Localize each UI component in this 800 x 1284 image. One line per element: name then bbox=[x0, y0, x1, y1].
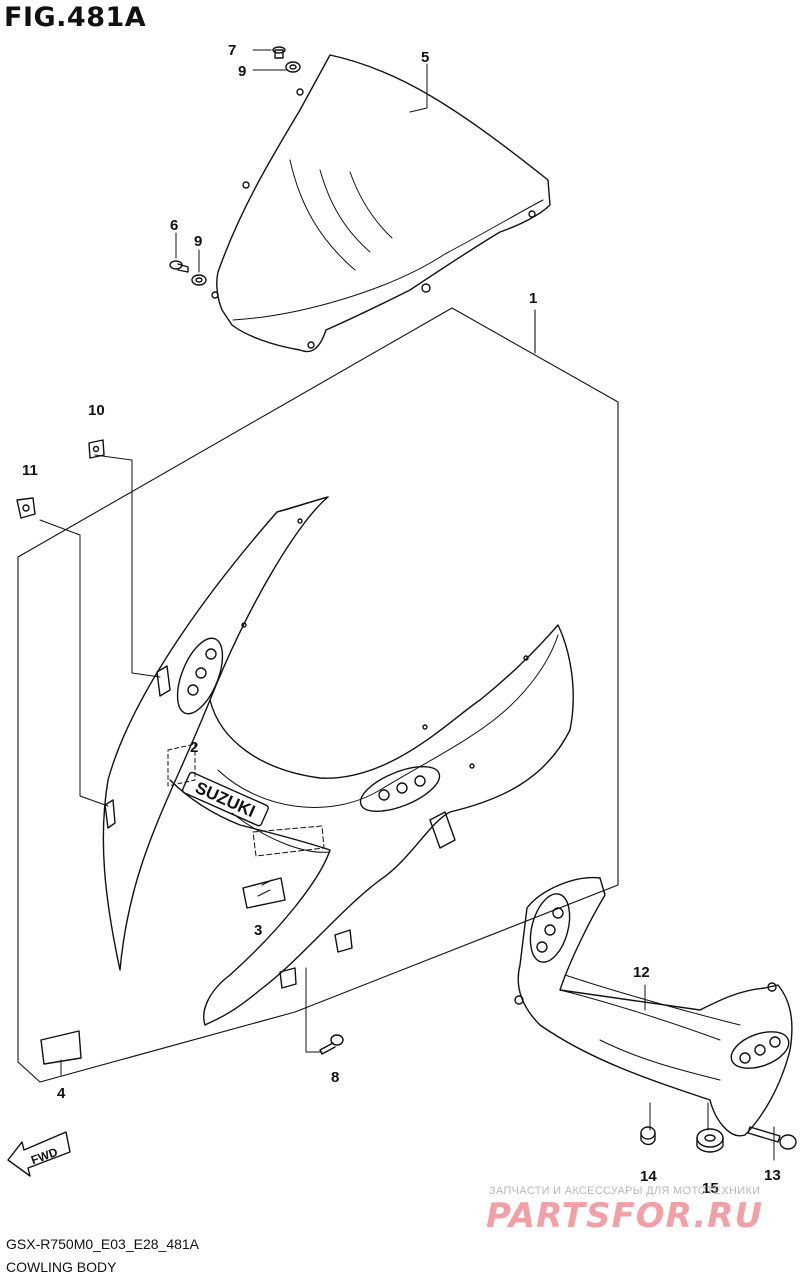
callout-3: 3 bbox=[254, 922, 262, 939]
bolt-8 bbox=[319, 1034, 344, 1055]
nut-11 bbox=[16, 497, 36, 519]
bolt-13 bbox=[747, 1126, 797, 1150]
diagram-code: GSX-R750M0_E03_E28_481A bbox=[6, 1236, 200, 1252]
windscreen bbox=[211, 54, 551, 353]
callout-7: 7 bbox=[228, 42, 236, 59]
callout-9b: 9 bbox=[194, 233, 202, 250]
diagram-name: COWLING BODY bbox=[6, 1259, 117, 1275]
washer-9-top bbox=[285, 61, 301, 73]
fwd-label: FWD bbox=[29, 1145, 60, 1168]
sticker-4 bbox=[40, 1030, 82, 1076]
callout-15: 15 bbox=[702, 1180, 719, 1197]
sticker-3 bbox=[242, 825, 325, 909]
watermark-logo: PARTSFOR.RU bbox=[486, 1196, 764, 1236]
callout-12: 12 bbox=[633, 964, 650, 981]
callout-8: 8 bbox=[331, 1069, 339, 1086]
nut-14 bbox=[640, 1126, 656, 1146]
callout-4: 4 bbox=[57, 1085, 66, 1102]
callout-13: 13 bbox=[764, 1167, 781, 1184]
assembly-box bbox=[17, 307, 619, 1083]
nut-10 bbox=[88, 439, 105, 459]
callout-2: 2 bbox=[190, 739, 198, 756]
screw-7 bbox=[272, 46, 286, 59]
callout-labels: 1 2 3 4 5 6 7 8 9 9 10 11 12 13 14 15 bbox=[22, 42, 781, 1197]
washer-9-mid bbox=[191, 274, 207, 286]
callout-1: 1 bbox=[529, 290, 537, 307]
callout-11: 11 bbox=[22, 462, 38, 479]
front-cowling bbox=[102, 496, 574, 1026]
emblem-text: SUZUKI bbox=[192, 778, 258, 821]
grommet-15 bbox=[696, 1128, 724, 1153]
cowling-bracket bbox=[514, 876, 793, 1137]
fwd-arrow: FWD bbox=[7, 1131, 71, 1177]
callout-10: 10 bbox=[88, 402, 105, 419]
callout-14: 14 bbox=[640, 1168, 657, 1185]
watermark-subtitle: ЗАПЧАСТИ И АКСЕССУАРЫ ДЛЯ МОТОТЕХНИКИ bbox=[489, 1185, 761, 1197]
callout-5: 5 bbox=[421, 49, 429, 66]
figure-title: FIG.481A bbox=[4, 2, 147, 33]
leader-lines bbox=[39, 49, 775, 1161]
callout-9a: 9 bbox=[238, 63, 246, 80]
callout-6: 6 bbox=[170, 217, 178, 234]
screw-6 bbox=[169, 260, 189, 273]
